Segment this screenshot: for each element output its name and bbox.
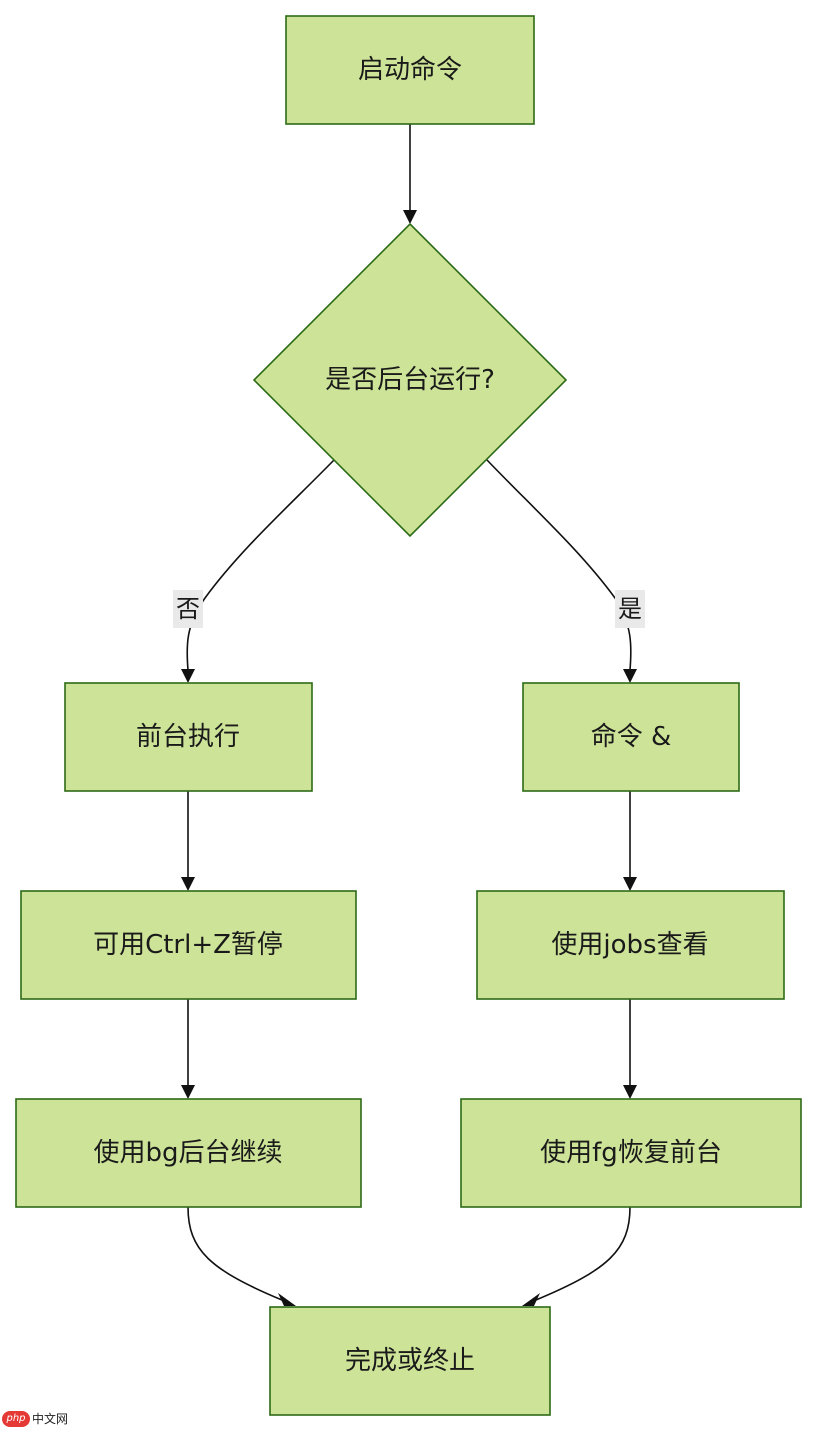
node-foreground-label: 前台执行 [136,722,240,752]
arrowhead [181,1085,195,1099]
arrowhead [623,877,637,891]
node-decision-label: 是否后台运行? [325,365,495,395]
node-bg-continue-label: 使用bg后台继续 [93,1138,282,1168]
arrowhead [522,1293,540,1306]
node-bg-continue: 使用bg后台继续 [15,1098,362,1208]
node-jobs: 使用jobs查看 [476,890,785,1000]
edge-label-background [615,590,645,628]
node-start-label: 启动命令 [358,55,462,85]
node-foreground: 前台执行 [64,682,313,792]
node-decision: 是否后台运行? [252,222,568,538]
edge-label-no-text: 否 [176,595,200,623]
edge-fg-to-end [535,1206,631,1301]
edge-label-yes-text: 是 [618,595,642,623]
node-end: 完成或终止 [269,1306,551,1416]
node-ctrlz: 可用Ctrl+Z暂停 [20,890,357,1000]
node-box [269,1306,551,1416]
node-jobs-label: 使用jobs查看 [551,930,708,960]
node-fg-restore-label: 使用fg恢复前台 [540,1138,722,1168]
edge-bg-to-end [187,1206,283,1301]
edge-decision-to-background [486,459,632,671]
edges [181,124,637,1306]
arrowhead [623,669,637,683]
node-box [64,682,313,792]
node-end-label: 完成或终止 [345,1346,475,1376]
edge-label-yes: 是 [615,590,645,628]
node-box [285,15,535,125]
node-ctrlz-label: 可用Ctrl+Z暂停 [93,930,283,960]
watermark-text: 中文网 [32,1412,69,1426]
arrowhead [278,1293,296,1306]
watermark: php 中文网 [2,1410,68,1427]
node-box [20,890,357,1000]
arrowhead [181,669,195,683]
arrowhead [623,1085,637,1099]
decision-diamond [252,222,568,538]
edge-label-no: 否 [173,590,203,628]
node-background-label: 命令 & [591,722,672,752]
node-box [522,682,740,792]
php-logo-icon: php [2,1410,30,1427]
node-background: 命令 & [522,682,740,792]
node-start: 启动命令 [285,15,535,125]
node-fg-restore: 使用fg恢复前台 [460,1098,802,1208]
node-box [15,1098,362,1208]
node-box [460,1098,802,1208]
arrowhead [403,210,417,224]
edge-label-background [173,590,203,628]
edge-decision-to-foreground [186,459,335,671]
arrowhead [181,877,195,891]
node-box [476,890,785,1000]
